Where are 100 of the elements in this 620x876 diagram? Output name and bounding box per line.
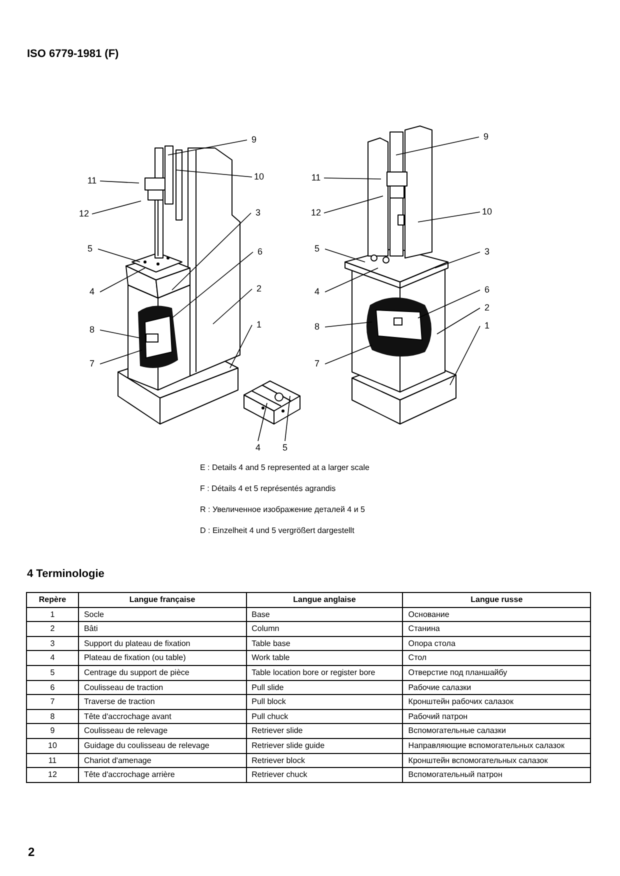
- table-cell: Bâti: [78, 622, 246, 636]
- table-cell: Кронштейн вспомогательных салазок: [402, 753, 590, 768]
- callout-number: 4: [254, 444, 262, 452]
- table-cell: 9: [26, 724, 78, 738]
- callout-number: 1: [484, 322, 490, 330]
- callout-number: 4: [88, 288, 96, 296]
- leader-line: [100, 330, 140, 338]
- table-cell: 6: [26, 680, 78, 695]
- callout-number: 2: [256, 284, 262, 294]
- figure-caption: F : Détails 4 et 5 représentés agrandis: [200, 483, 337, 495]
- table-cell: 10: [26, 738, 78, 754]
- table-cell: Tête d'accrochage avant: [78, 709, 246, 724]
- section-heading: 4 Terminologie: [27, 567, 104, 582]
- table-cell: Рабочий патрон: [402, 709, 590, 724]
- callout-number: 10: [481, 208, 493, 216]
- figure-caption: D : Einzelheit 4 und 5 vergrößert dargestellt: [200, 525, 356, 537]
- leader-line: [396, 136, 480, 156]
- table-cell: Table base: [246, 636, 403, 651]
- table-cell: 8: [26, 709, 78, 724]
- table-cell: Станина: [402, 622, 590, 636]
- table-cell: Column: [246, 622, 403, 636]
- table-cell: Направляющие вспомогательных салазок: [402, 738, 590, 754]
- leader-line: [450, 326, 480, 386]
- callout-number: 9: [250, 136, 258, 144]
- callout-number: 3: [484, 248, 490, 256]
- table-cell: Table location bore or register bore: [246, 665, 403, 680]
- callout-number: 6: [484, 286, 490, 294]
- leader-line: [168, 140, 248, 156]
- table-cell: Traverse de traction: [78, 694, 246, 710]
- table-cell: Retriever slide: [246, 724, 403, 738]
- callout-number: 3: [254, 208, 262, 218]
- table-cell: Основание: [402, 607, 590, 622]
- table-cell: Retriever block: [246, 753, 403, 768]
- table-cell: 5: [26, 665, 78, 680]
- callout-number: 10: [253, 172, 265, 182]
- leader-line: [324, 178, 382, 180]
- table-cell: 2: [26, 622, 78, 636]
- leader-line: [258, 402, 268, 442]
- callout-number: 11: [310, 174, 322, 182]
- page-number: 2: [28, 844, 35, 861]
- callout-number: 12: [310, 208, 322, 218]
- table-cell: Socle: [78, 607, 246, 622]
- table-cell: 7: [26, 694, 78, 710]
- callout-number: 12: [78, 210, 90, 218]
- callout-number: 7: [314, 360, 320, 368]
- callout-number: 11: [86, 176, 98, 186]
- table-cell: Pull block: [246, 694, 403, 710]
- leader-line: [324, 248, 366, 262]
- table-cell: 4: [26, 650, 78, 666]
- leader-line: [98, 248, 140, 262]
- table-cell: 1: [26, 607, 78, 622]
- leader-line: [172, 252, 254, 318]
- table-cell: Guidage du coulisseau de relevage: [78, 738, 246, 754]
- leader-line: [100, 180, 140, 184]
- table-header-cell: Langue anglaise: [246, 592, 403, 608]
- leader-line: [230, 324, 252, 368]
- table-header-cell: Repère: [26, 592, 78, 608]
- leader-line: [176, 170, 252, 178]
- leader-line: [324, 196, 384, 214]
- callout-number: 9: [482, 132, 490, 142]
- table-cell: 12: [26, 768, 78, 782]
- leader-line: [324, 344, 372, 364]
- callout-number: 7: [88, 360, 96, 368]
- leader-line: [100, 268, 146, 292]
- leader-line: [212, 288, 252, 324]
- table-cell: Кронштейн рабочих салазок: [402, 694, 590, 710]
- table-cell: Centrage du support de pièce: [78, 665, 246, 680]
- callout-number: 2: [484, 304, 490, 312]
- table-cell: 11: [26, 753, 78, 768]
- table-cell: Work table: [246, 650, 403, 666]
- callout-number: 6: [256, 248, 264, 256]
- callout-number: 1: [256, 320, 262, 330]
- leader-line: [436, 308, 480, 334]
- leader-line: [92, 200, 142, 214]
- table-cell: Вспомогательные салазки: [402, 724, 590, 738]
- leader-line: [324, 322, 372, 328]
- table-cell: Tête d'accrochage arrière: [78, 768, 246, 782]
- table-cell: Plateau de fixation (ou table): [78, 650, 246, 666]
- callout-number: 8: [314, 322, 320, 332]
- table-cell: Coulisseau de traction: [78, 680, 246, 695]
- leader-line: [418, 212, 480, 222]
- table-header-cell: Langue russe: [402, 592, 590, 608]
- callout-number: 5: [86, 244, 94, 254]
- callout-number: 5: [282, 444, 288, 452]
- callout-number: 4: [314, 288, 320, 296]
- table-cell: Support du plateau de fixation: [78, 636, 246, 651]
- table-cell: Retriever chuck: [246, 768, 403, 782]
- table-cell: Coulisseau de relevage: [78, 724, 246, 738]
- leader-line: [418, 290, 480, 318]
- figure-caption: R : Увеличенное изображение деталей 4 и 5: [200, 504, 366, 516]
- leader-line: [434, 252, 480, 268]
- callout-number: 5: [314, 244, 320, 254]
- table-cell: Рабочие салазки: [402, 680, 590, 695]
- table-cell: Pull chuck: [246, 709, 403, 724]
- table-header-cell: Langue française: [78, 592, 246, 608]
- table-cell: Retriever slide guide: [246, 738, 403, 754]
- table-cell: Стол: [402, 650, 590, 666]
- leader-line: [100, 350, 142, 364]
- callout-number: 8: [88, 326, 96, 334]
- leader-line: [284, 396, 290, 442]
